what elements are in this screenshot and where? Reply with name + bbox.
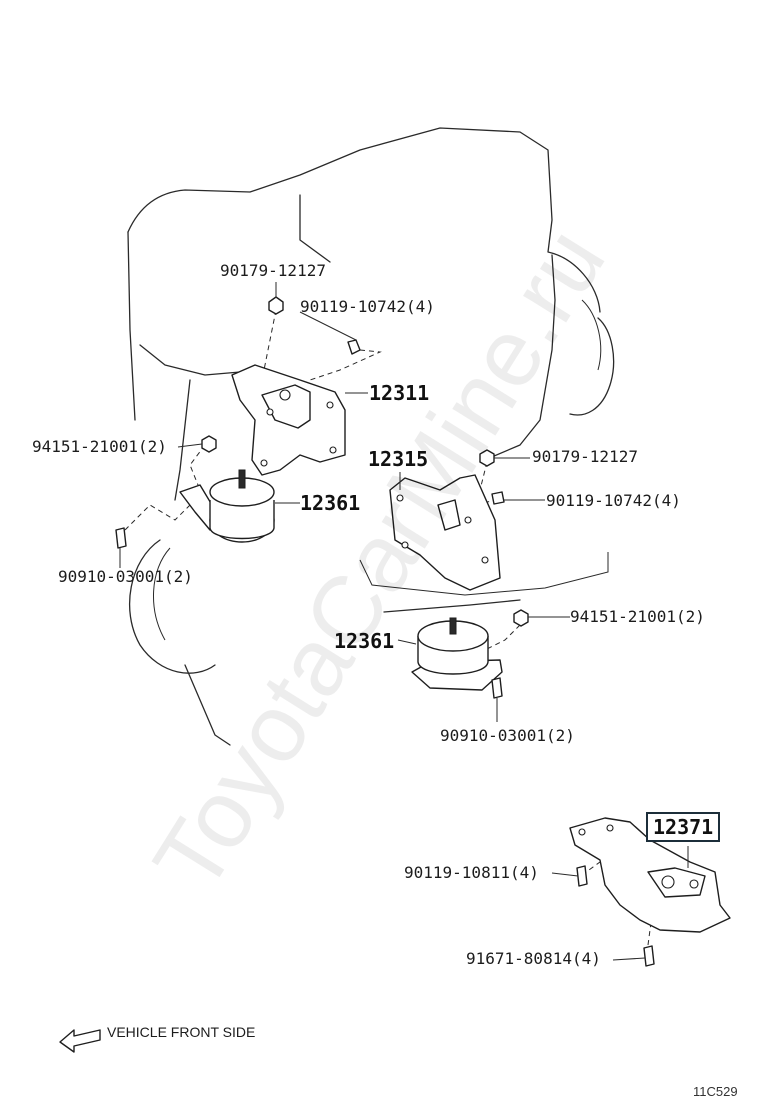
- diagram-code: 11C529: [693, 1084, 738, 1099]
- part-label-12371-highlighted[interactable]: 12371: [646, 812, 721, 842]
- highlight-box: 12371: [646, 812, 721, 842]
- part-label-94151-21001-right[interactable]: 94151-21001(2): [570, 607, 705, 626]
- vehicle-front-side-label: VEHICLE FRONT SIDE: [107, 1024, 256, 1040]
- part-label-94151-21001-left[interactable]: 94151-21001(2): [32, 437, 167, 456]
- label-leaders: [119, 282, 689, 961]
- part-label-12361-left[interactable]: 12361: [300, 491, 361, 515]
- transmission-mount-12371: [569, 817, 731, 933]
- part-label-91671-80814[interactable]: 91671-80814(4): [466, 949, 601, 968]
- part-label-90179-12127-right[interactable]: 90179-12127: [532, 447, 638, 466]
- part-label-12315[interactable]: 12315: [368, 447, 429, 471]
- part-label-90119-10742-upper[interactable]: 90119-10742(4): [300, 297, 435, 316]
- engine-mount-bracket-12311: [231, 364, 346, 476]
- engine-mount-bracket-12315: [389, 474, 501, 591]
- part-label-12311[interactable]: 12311: [369, 381, 430, 405]
- part-label-90119-10742-right[interactable]: 90119-10742(4): [546, 491, 681, 510]
- part-label-90179-12127-upper[interactable]: 90179-12127: [220, 261, 326, 280]
- assembly-leaders: [124, 309, 653, 946]
- vehicle-front-arrow-icon: [59, 1029, 101, 1053]
- engine-outline: [127, 127, 615, 746]
- part-label-90910-03001-right[interactable]: 90910-03001(2): [440, 726, 575, 745]
- engine-mount-insulator-right: [411, 617, 503, 691]
- fasteners: [115, 296, 655, 967]
- part-label-90119-10811[interactable]: 90119-10811(4): [404, 863, 539, 882]
- engine-mount-insulator-left: [179, 469, 275, 543]
- part-label-90910-03001-left[interactable]: 90910-03001(2): [58, 567, 193, 586]
- part-label-12361-right[interactable]: 12361: [334, 629, 395, 653]
